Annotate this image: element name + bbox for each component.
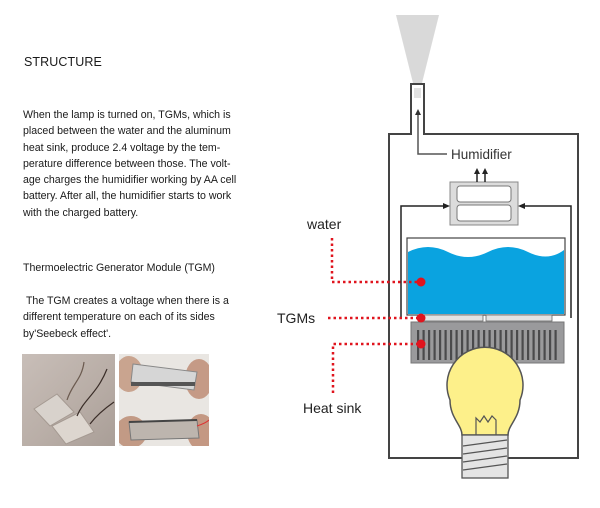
water bbox=[408, 247, 564, 314]
heat-sink-fin bbox=[532, 330, 535, 360]
tgm-modules-illustration bbox=[33, 361, 115, 445]
aa-battery-2 bbox=[456, 204, 512, 222]
heat-sink-fin bbox=[538, 330, 541, 360]
heat-sink-fin bbox=[439, 330, 442, 360]
tgm-plate-2 bbox=[485, 314, 553, 322]
up-arrow-icon bbox=[415, 109, 421, 115]
heat-sink-fin bbox=[461, 330, 464, 360]
heat-sink-fin bbox=[494, 330, 497, 360]
wire-left bbox=[400, 205, 446, 318]
heat-sink-fin bbox=[450, 330, 453, 360]
humidifier-pointer-line bbox=[417, 111, 447, 155]
water-pointer-line bbox=[330, 238, 420, 284]
heat-sink-fin bbox=[466, 330, 469, 360]
socket-threads bbox=[462, 439, 508, 471]
tgms-label: TGMs bbox=[277, 310, 316, 326]
heat-sink-fin bbox=[444, 330, 447, 360]
heatsink-pointer-line bbox=[331, 342, 420, 393]
heat-sink-label: Heat sink bbox=[303, 400, 362, 416]
bulb-filament bbox=[475, 414, 497, 435]
heat-sink-fin bbox=[521, 330, 524, 360]
heat-sink-fin bbox=[483, 330, 486, 360]
structure-description: When the lamp is turned on, TGMs, which … bbox=[23, 109, 237, 219]
mist-source bbox=[414, 88, 421, 98]
lamp-housing bbox=[388, 83, 579, 459]
heat-sink-fin bbox=[543, 330, 546, 360]
humidifier-label: Humidifier bbox=[451, 147, 512, 162]
heatsink-pointer-dot bbox=[416, 339, 426, 349]
heat-sink-fin bbox=[549, 330, 552, 360]
section-title: STRUCTURE bbox=[24, 55, 102, 69]
heat-sink-fin bbox=[472, 330, 475, 360]
heat-sink-fin bbox=[477, 330, 480, 360]
tgm-modules-photo bbox=[22, 354, 115, 446]
tgm-hands-illustration bbox=[115, 354, 215, 450]
heat-sink-fin bbox=[455, 330, 458, 360]
heat-sink-fin bbox=[433, 330, 436, 360]
wire-right bbox=[522, 205, 572, 318]
tgm-description: The TGM creates a voltage when there is … bbox=[23, 295, 232, 340]
heat-sink-fin bbox=[499, 330, 502, 360]
aa-battery-1 bbox=[456, 185, 512, 203]
wire-arrow-icon bbox=[518, 203, 525, 209]
output-arrow-icon bbox=[482, 168, 488, 174]
heat-sink-fin bbox=[527, 330, 530, 360]
heat-sink-fin bbox=[505, 330, 508, 360]
wire-arrow-icon bbox=[443, 203, 450, 209]
tgm-heading: Thermoelectric Generator Module (TGM) bbox=[23, 262, 215, 274]
water-label: water bbox=[307, 216, 342, 232]
mist-cone bbox=[396, 15, 439, 83]
light-bulb bbox=[446, 346, 524, 436]
heat-sink-fin bbox=[488, 330, 491, 360]
tgm-plate-1 bbox=[419, 314, 484, 322]
tgm-hands-photo bbox=[115, 354, 215, 450]
heat-sink-fin bbox=[554, 330, 557, 360]
output-arrow-icon bbox=[474, 168, 480, 174]
heat-sink-fin bbox=[510, 330, 513, 360]
tgms-pointer-dot bbox=[416, 313, 426, 323]
heat-sink-fin bbox=[516, 330, 519, 360]
heat-sink-fin bbox=[428, 330, 431, 360]
water-pointer-dot bbox=[416, 277, 426, 287]
